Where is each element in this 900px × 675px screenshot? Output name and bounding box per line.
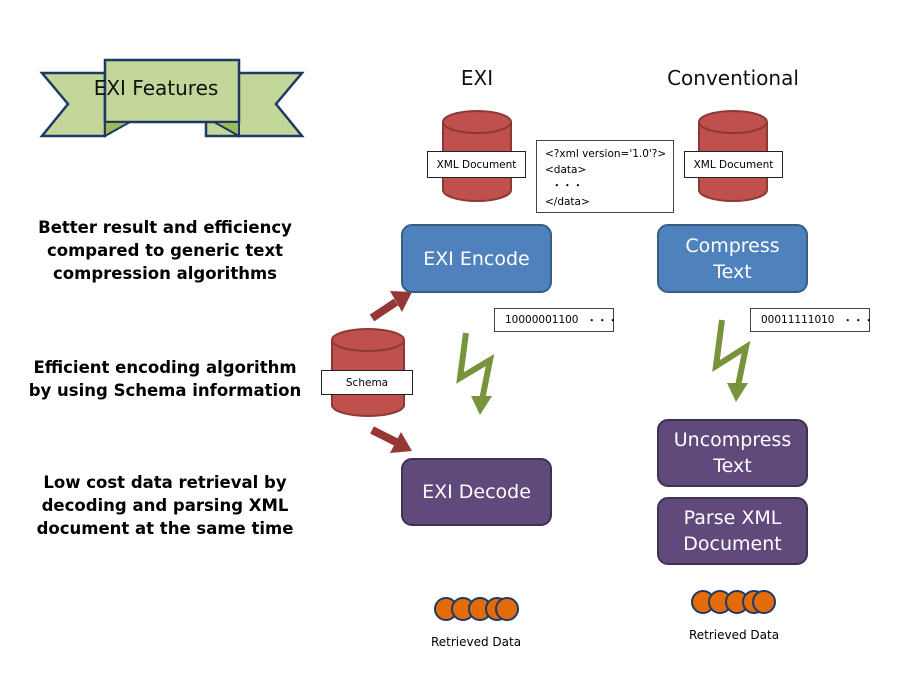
banner-ribbon <box>39 58 305 138</box>
compress-text-line: Compress <box>685 234 780 257</box>
exi-binary-digits: 10000001100 <box>505 314 579 326</box>
conventional-xml-document-label: XML Document <box>684 151 783 178</box>
xml-snippet-line: </data> <box>545 196 590 208</box>
xml-snippet-line: ・・・ <box>545 180 584 192</box>
exi-column-heading: EXI <box>460 66 494 90</box>
feature-schema-line: Efficient encoding algorithm <box>33 358 297 377</box>
banner-title: EXI Features <box>93 76 219 100</box>
banner-left-tail <box>39 71 107 138</box>
uncompress-text-line: Uncompress <box>673 429 792 451</box>
schema-label: Schema <box>321 370 413 395</box>
exi-binary-ellipsis: ・・・ <box>586 314 619 327</box>
xml-snippet-line: <?xml version='1.0'?> <box>545 148 667 160</box>
feature-retrieval-line: Low cost data retrieval by <box>43 473 287 492</box>
conventional-binary-ellipsis: ・・・ <box>842 314 875 327</box>
exi-retrieved-data-label: Retrieved Data <box>430 635 522 649</box>
feature-retrieval-line: document at the same time <box>36 519 294 538</box>
exi-binary-box: 10000001100 ・・・ <box>494 308 618 332</box>
conventional-binary-digits: 00011111010 <box>761 314 835 326</box>
conventional-column-heading: Conventional <box>667 66 799 90</box>
conventional-retrieved-circles <box>691 590 776 614</box>
compress-text-line: Text <box>713 260 752 283</box>
exi-decode-box: EXI Decode <box>401 458 552 526</box>
feature-schema: Efficient encoding algorithm by using Sc… <box>20 356 310 402</box>
feature-compression-line: compression algorithms <box>53 264 277 283</box>
parse-xml-document-box: Parse XML Document <box>657 497 808 565</box>
compress-text-box: Compress Text <box>657 224 808 293</box>
parse-xml-line: Parse XML <box>683 507 782 529</box>
uncompress-text-box: Uncompress Text <box>657 419 808 487</box>
feature-compression-line: Better result and efficiency <box>38 218 292 237</box>
exi-lightning-arrow <box>456 332 495 415</box>
banner-center <box>103 58 241 124</box>
banner-fold-right <box>210 121 240 138</box>
schema-to-encode-arrow <box>369 291 412 322</box>
exi-xml-document-label: XML Document <box>427 151 526 178</box>
feature-compression-line: compared to generic text <box>47 241 283 260</box>
exi-decode-label: EXI Decode <box>422 481 531 503</box>
feature-retrieval: Low cost data retrieval by decoding and … <box>20 471 310 540</box>
exi-retrieved-circles <box>434 597 519 621</box>
xml-snippet-line: <data> <box>545 164 587 176</box>
exi-encode-label: EXI Encode <box>423 247 530 270</box>
xml-snippet-box: <?xml version='1.0'?> <data> ・・・ </data> <box>536 140 674 213</box>
feature-retrieval-line: decoding and parsing XML <box>41 496 289 515</box>
parse-xml-line: Document <box>683 533 782 555</box>
exi-encode-box: EXI Encode <box>401 224 552 293</box>
banner-fold-left <box>104 121 134 138</box>
feature-schema-line: by using Schema information <box>28 381 302 400</box>
conventional-lightning-arrow <box>712 319 751 402</box>
feature-compression: Better result and efficiency compared to… <box>20 216 310 285</box>
conventional-binary-box: 00011111010 ・・・ <box>750 308 874 332</box>
uncompress-text-line: Text <box>713 455 752 477</box>
schema-to-decode-arrow <box>370 426 412 453</box>
conventional-retrieved-data-label: Retrieved Data <box>688 628 780 642</box>
